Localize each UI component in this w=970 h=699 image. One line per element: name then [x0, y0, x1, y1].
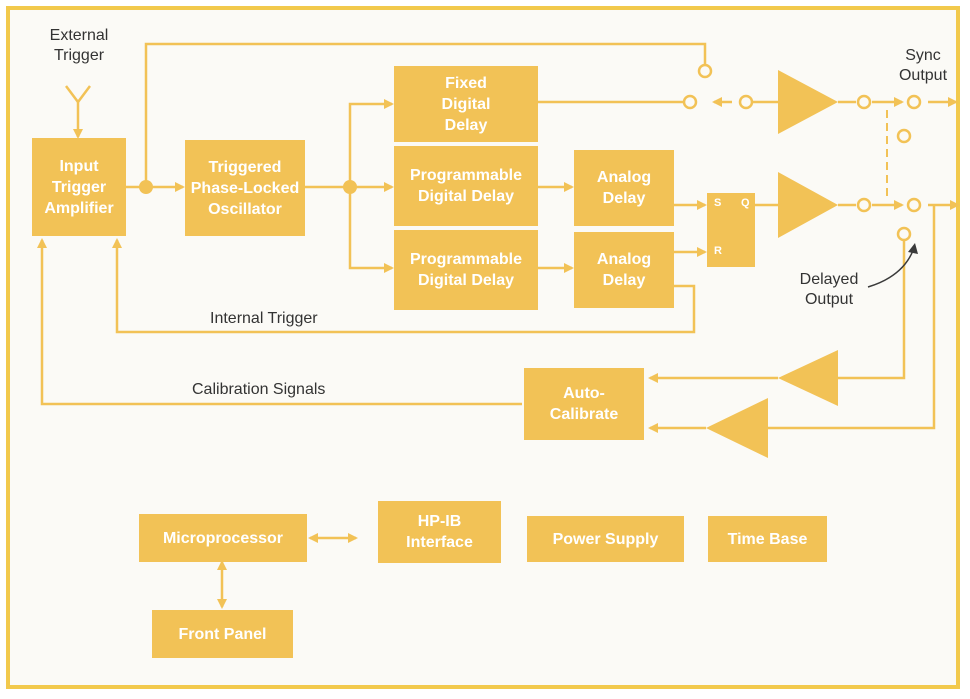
calibration-amplifier-1 [778, 350, 838, 406]
delayed-output-amplifier [778, 172, 838, 238]
auto-calibrate: Auto-Calibrate [524, 368, 644, 440]
switch-contact [738, 94, 754, 110]
flip-flop-q-pin: Q [741, 197, 750, 209]
external-trigger-symbol [65, 85, 91, 105]
programmable-digital-delay-2: Programmable Digital Delay [394, 230, 538, 310]
sr-flip-flop [707, 193, 755, 267]
calibration-signals-label: Calibration Signals [192, 381, 326, 398]
delayed-output-pointer [867, 247, 915, 288]
switch-contact [896, 128, 912, 144]
flip-flop-r-pin: R [714, 245, 722, 257]
external-trigger-label: External Trigger [49, 27, 109, 64]
analog-delay-1: Analog Delay [574, 150, 674, 226]
switch-contact [856, 94, 872, 110]
programmable-digital-delay-1: Programmable Digital Delay [394, 146, 538, 226]
switch-contact [697, 63, 713, 79]
delayed-output-label: Delayed Output [799, 271, 859, 308]
power-supply: Power Supply [527, 516, 684, 562]
switch-contact [906, 197, 922, 213]
switch-contact [682, 94, 698, 110]
junction-dot [343, 180, 357, 194]
sync-output-label: Sync Output [898, 47, 948, 84]
time-base: Time Base [708, 516, 827, 562]
switch-contact [856, 197, 872, 213]
internal-trigger-label: Internal Trigger [210, 310, 318, 327]
input-trigger-amplifier: Input Trigger Amplifier [32, 138, 126, 236]
hp-ib-interface: HP-IB Interface [378, 501, 501, 563]
internal-trigger-wire [112, 238, 696, 334]
front-panel: Front Panel [152, 610, 293, 658]
switch-contact [896, 226, 912, 242]
sync-output-amplifier [778, 70, 838, 134]
junction-dot [139, 180, 153, 194]
flip-flop-s-pin: S [714, 197, 722, 209]
bypass-wire [144, 42, 707, 187]
triggered-phase-locked-oscillator: Triggered Phase-Locked Oscillator [185, 140, 305, 236]
fixed-digital-delay: Fixed Digital Delay [394, 66, 538, 142]
calibration-signals-wire [37, 238, 522, 406]
microprocessor: Microprocessor [139, 514, 307, 562]
switch-contact [906, 94, 922, 110]
calibration-amplifier-2 [706, 398, 768, 458]
analog-delay-2: Analog Delay [574, 232, 674, 308]
